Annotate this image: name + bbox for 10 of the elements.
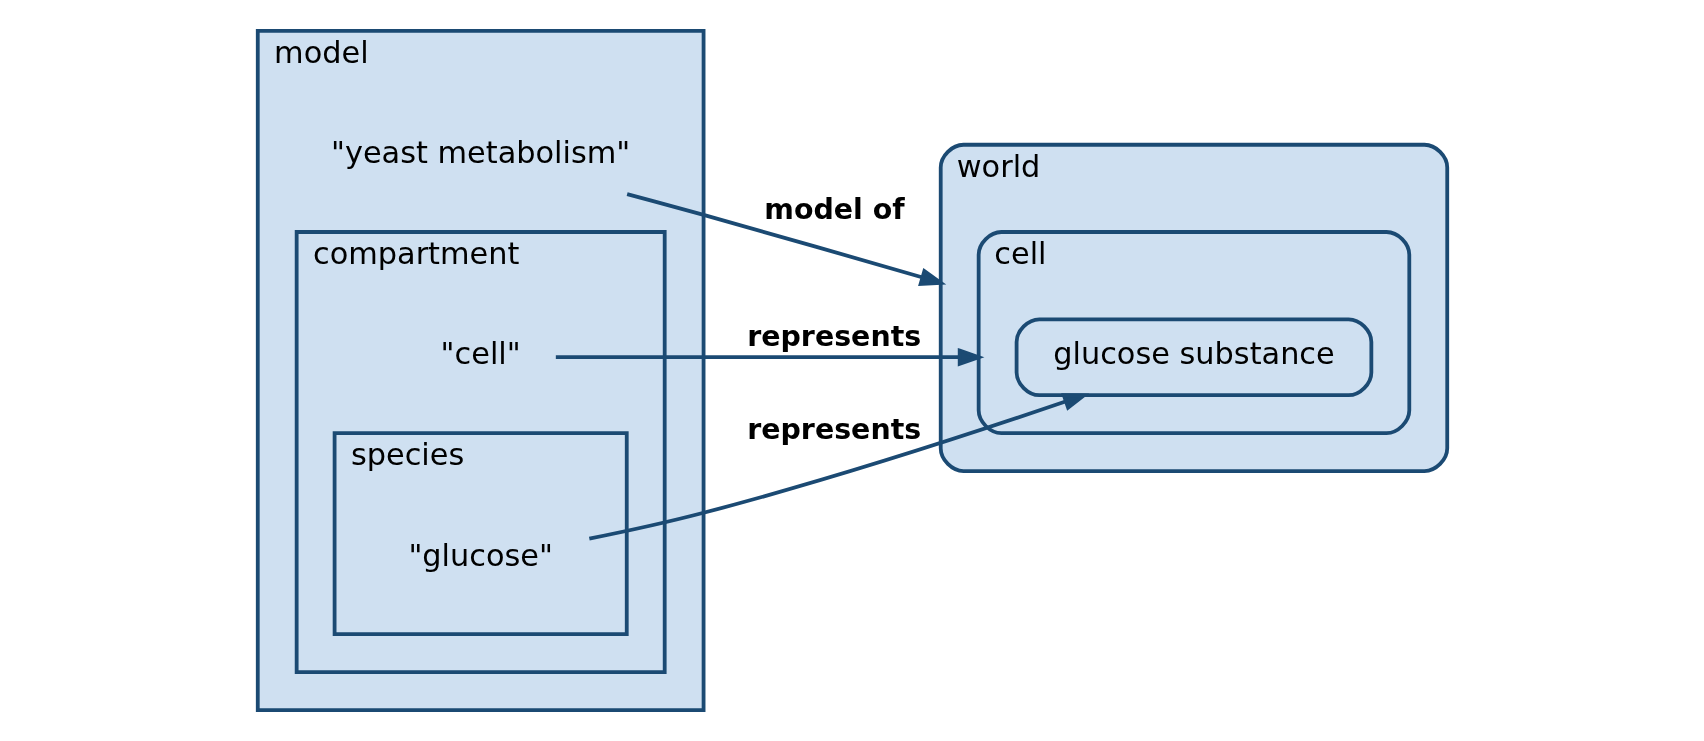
node-text: "cell"	[440, 336, 521, 372]
node-text: "glucose"	[407, 537, 553, 573]
arrow	[588, 393, 1089, 541]
edge-label: represents	[746, 319, 921, 353]
node-box: glucose substance	[1014, 317, 1373, 398]
edge-label: represents	[746, 412, 921, 446]
edge-label: model of	[763, 192, 905, 226]
arrow	[555, 347, 984, 367]
node-text: "yeast metabolism"	[330, 135, 630, 171]
arrow	[626, 192, 946, 286]
